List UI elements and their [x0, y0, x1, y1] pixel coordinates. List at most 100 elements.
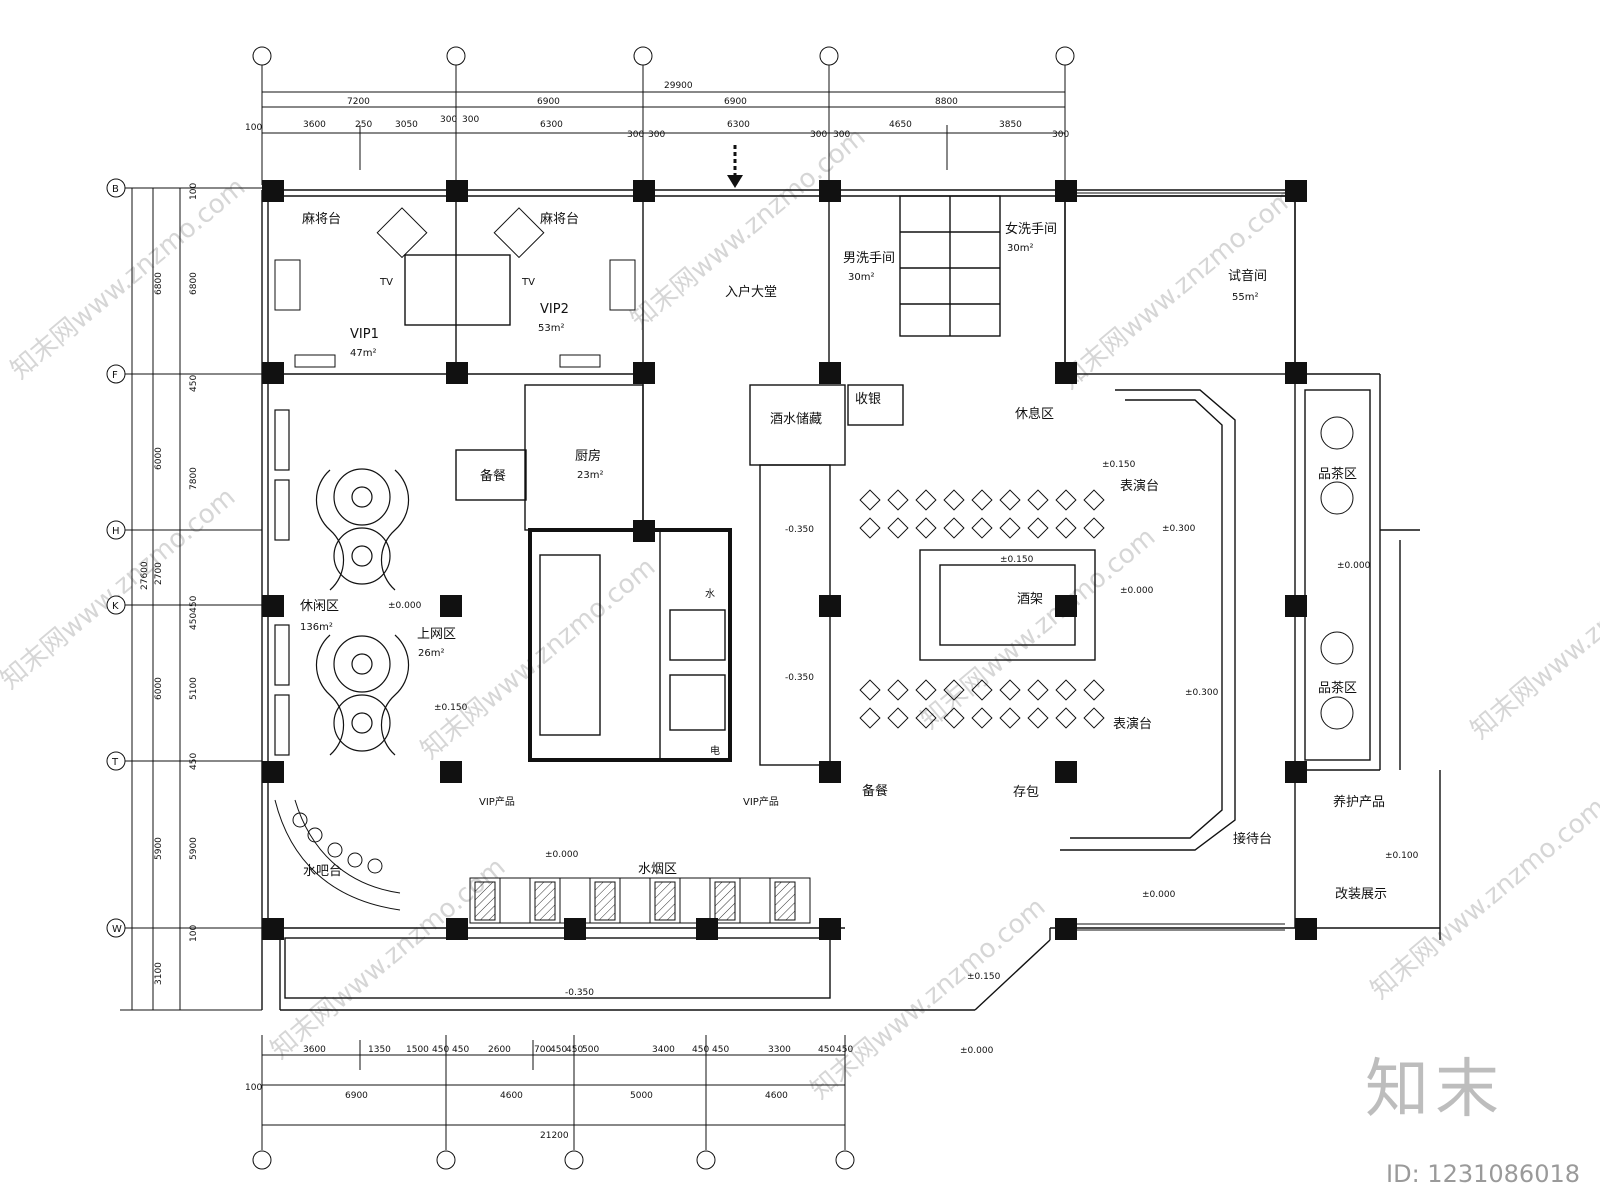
tea-tables	[1320, 416, 1354, 730]
top-dim-row2: 100 3600 250 3050 300 300 6300 300 300 6…	[245, 115, 1069, 140]
svg-text:6800: 6800	[154, 272, 164, 295]
grid-bubbles-bottom	[252, 1150, 855, 1170]
label-wine-rack: 酒架	[1017, 592, 1043, 607]
hall-table	[887, 679, 909, 701]
svg-text:-0.350: -0.350	[565, 988, 594, 998]
watermark-5: 知末网www.znzmo.com	[415, 552, 661, 765]
label-mens-wc: 男洗手间	[843, 251, 895, 266]
level-marks: ±0.150 -0.350 ±0.000 -0.350 ±0.150 ±0.00…	[388, 460, 1419, 1056]
svg-text:1350: 1350	[368, 1045, 391, 1055]
label-prep: 备餐	[480, 468, 506, 484]
bottom-dim-row1: 3600 1350 1500 450 450 2600 700 450 450 …	[303, 1045, 853, 1055]
curtain-wall	[1077, 192, 1285, 931]
bar-counter	[274, 799, 401, 911]
label-mahjong-1: 麻将台	[302, 212, 341, 227]
svg-text:±0.150: ±0.150	[1000, 555, 1034, 565]
svg-text:6900: 6900	[537, 97, 560, 107]
label-kitchen: 厨房	[575, 448, 601, 464]
svg-text:6000: 6000	[154, 447, 164, 470]
svg-text:±0.300: ±0.300	[1185, 688, 1219, 698]
label-kitchen-area: 23m²	[577, 470, 603, 481]
watermark-7: 知末网www.znzmo.com	[1465, 532, 1600, 745]
hall-table	[887, 517, 909, 539]
watermark-layer: 知末网www.znzmo.com 知末网www.znzmo.com 知末网www…	[0, 122, 1600, 1105]
svg-text:3600: 3600	[303, 120, 326, 130]
hall-table	[999, 489, 1021, 511]
svg-text:±0.000: ±0.000	[388, 601, 422, 611]
svg-text:5900: 5900	[189, 837, 199, 860]
svg-text:K: K	[112, 601, 119, 612]
label-care-products: 养护产品	[1333, 794, 1385, 810]
hall-table	[1027, 517, 1049, 539]
svg-text:±0.150: ±0.150	[1102, 460, 1136, 470]
hall-table	[1027, 707, 1049, 729]
label-bar: 水吧台	[303, 864, 342, 879]
label-cashier: 收银	[855, 392, 881, 407]
svg-text:6300: 6300	[727, 120, 750, 130]
label-listening-area: 55m²	[1232, 292, 1258, 303]
label-rest: 休息区	[1015, 406, 1054, 422]
entrance-arrow-icon	[727, 145, 743, 188]
hall-table	[999, 679, 1021, 701]
top-dim-row1: 7200 6900 6900 8800	[347, 97, 958, 107]
svg-text:450: 450	[836, 1045, 853, 1055]
svg-text:8800: 8800	[935, 97, 958, 107]
label-listening: 试音间	[1228, 268, 1267, 284]
watermark-1: 知末网www.znzmo.com	[5, 172, 251, 385]
svg-text:4650: 4650	[889, 120, 912, 130]
hall-table	[1027, 679, 1049, 701]
svg-text:450450: 450450	[189, 595, 199, 630]
hall-table	[859, 679, 881, 701]
svg-text:H: H	[112, 526, 120, 537]
label-womens-wc: 女洗手间	[1005, 221, 1057, 237]
hall-table	[915, 517, 937, 539]
room-labels: 麻将台 麻将台 TV TV VIP1 47m² VIP2 53m² 入户大堂 男…	[300, 212, 1387, 902]
hall-table	[1055, 517, 1077, 539]
label-tea-1: 品茶区	[1318, 466, 1357, 482]
svg-text:7200: 7200	[347, 97, 370, 107]
grid-row-labels: B F H K T W	[111, 184, 122, 935]
hall-table	[971, 517, 993, 539]
svg-text:450: 450	[818, 1045, 835, 1055]
watermark-3: 知末网www.znzmo.com	[1055, 182, 1301, 395]
svg-text:T: T	[111, 757, 119, 768]
label-display: 改装展示	[1335, 887, 1387, 902]
label-prep-2: 备餐	[862, 783, 888, 799]
svg-text:300: 300	[627, 130, 644, 140]
svg-text:4600: 4600	[765, 1091, 788, 1101]
left-dim-total: 27600	[140, 561, 150, 590]
svg-text:±0.000: ±0.000	[1142, 890, 1176, 900]
svg-text:±0.000: ±0.000	[960, 1046, 994, 1056]
svg-text:500: 500	[582, 1045, 599, 1055]
svg-text:100: 100	[245, 1083, 262, 1093]
svg-text:450: 450	[189, 753, 199, 770]
svg-text:±0.100: ±0.100	[1385, 851, 1419, 861]
hall-table	[971, 679, 993, 701]
label-vip-products-1: VIP产品	[479, 795, 515, 808]
hall-table	[887, 489, 909, 511]
label-elev: 电	[710, 744, 720, 757]
hall-table	[1083, 489, 1105, 511]
svg-text:±0.000: ±0.000	[1120, 586, 1154, 596]
watermark-6: 知末网www.znzmo.com	[915, 522, 1161, 735]
svg-text:±0.150: ±0.150	[967, 972, 1001, 982]
svg-text:300: 300	[810, 130, 827, 140]
label-vip1-area: 47m²	[350, 348, 376, 359]
svg-text:300: 300	[462, 115, 479, 125]
hall-table	[999, 707, 1021, 729]
label-tv-2: TV	[521, 277, 535, 288]
svg-text:3100: 3100	[154, 962, 164, 985]
hall-table	[943, 517, 965, 539]
svg-text:3850: 3850	[999, 120, 1022, 130]
svg-text:-0.350: -0.350	[785, 673, 814, 683]
svg-text:6000: 6000	[154, 677, 164, 700]
svg-text:±0.000: ±0.000	[1337, 561, 1371, 571]
hall-table	[1083, 517, 1105, 539]
svg-text:450: 450	[712, 1045, 729, 1055]
svg-text:4600: 4600	[500, 1091, 523, 1101]
svg-text:7800: 7800	[189, 467, 199, 490]
svg-text:450: 450	[432, 1045, 449, 1055]
hall-table	[1055, 707, 1077, 729]
label-internet: 上网区	[417, 627, 456, 642]
leisure-furniture	[274, 409, 410, 756]
